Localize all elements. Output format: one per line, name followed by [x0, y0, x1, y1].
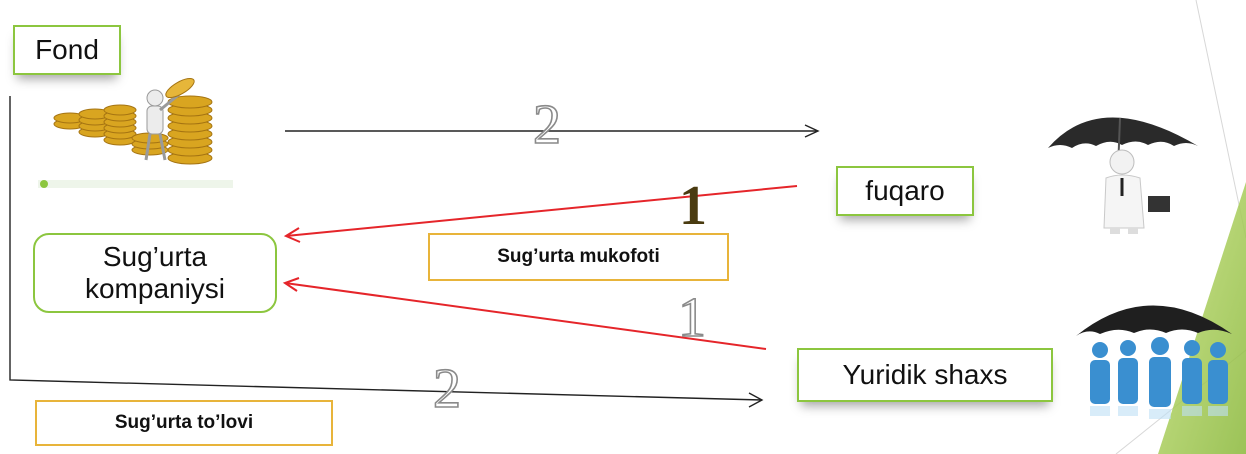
- legal-entity-label: Yuridik shaxs: [842, 359, 1008, 390]
- step-number-bottom: 2: [432, 358, 462, 420]
- citizen-label: fuqaro: [865, 175, 945, 206]
- fond-box: Fond: [13, 25, 121, 75]
- top-arrowhead: [804, 124, 820, 138]
- premium-caption-label: Sug’urta mukofoti: [497, 246, 660, 267]
- insurance-company-box: Sug’urta kompaniysi: [33, 233, 277, 313]
- fuqaro-to-company-arrow: [285, 185, 798, 237]
- step-number-top: 2: [532, 94, 562, 156]
- premium-caption: Sug’urta mukofoti: [428, 233, 729, 281]
- coins-stack-icon: [35, 77, 235, 190]
- payment-arrowhead: [748, 392, 764, 408]
- businessman-umbrella-icon: [1048, 117, 1198, 234]
- yuridik-arrowhead: [282, 277, 300, 292]
- legal-entity-box: Yuridik shaxs: [797, 348, 1053, 402]
- group-umbrella-icon: [1076, 305, 1232, 419]
- company-label: Sug’urta kompaniysi: [84, 241, 226, 304]
- payment-caption-label: Sug’urta to’lovi: [114, 412, 254, 433]
- fond-label: Fond: [35, 34, 99, 65]
- citizen-box: fuqaro: [836, 166, 974, 216]
- fuqaro-arrowhead: [283, 227, 301, 243]
- fond-payment-line: [9, 96, 763, 401]
- step-number-yuridik: 1: [677, 287, 707, 349]
- yuridik-to-company-arrow: [284, 282, 767, 350]
- payment-caption: Sug’urta to’lovi: [35, 400, 333, 446]
- step-number-fuqaro: 1: [679, 175, 707, 237]
